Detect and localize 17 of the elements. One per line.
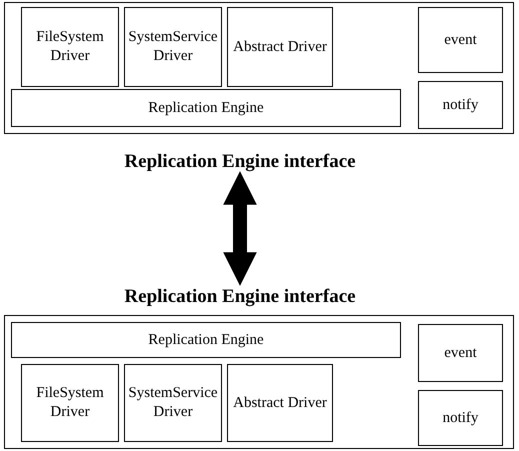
interface-label: Replication Engine interface bbox=[90, 281, 390, 311]
component-box: notify bbox=[418, 390, 503, 446]
frame-box bbox=[4, 315, 514, 449]
component-box: notify bbox=[418, 81, 503, 129]
component-box: Abstract Driver bbox=[227, 364, 333, 442]
double-arrow bbox=[223, 171, 257, 286]
component-box: Replication Engine bbox=[11, 322, 401, 358]
component-box: SystemService Driver bbox=[124, 7, 222, 87]
component-box: event bbox=[418, 324, 503, 382]
component-box: SystemService Driver bbox=[124, 364, 222, 442]
component-box: Replication Engine bbox=[11, 89, 401, 127]
component-box: FileSystem Driver bbox=[21, 7, 119, 87]
frame-box bbox=[4, 2, 514, 134]
component-box: FileSystem Driver bbox=[21, 364, 119, 442]
component-box: event bbox=[418, 7, 503, 73]
interface-label: Replication Engine interface bbox=[90, 146, 390, 176]
component-box: Abstract Driver bbox=[227, 7, 333, 87]
